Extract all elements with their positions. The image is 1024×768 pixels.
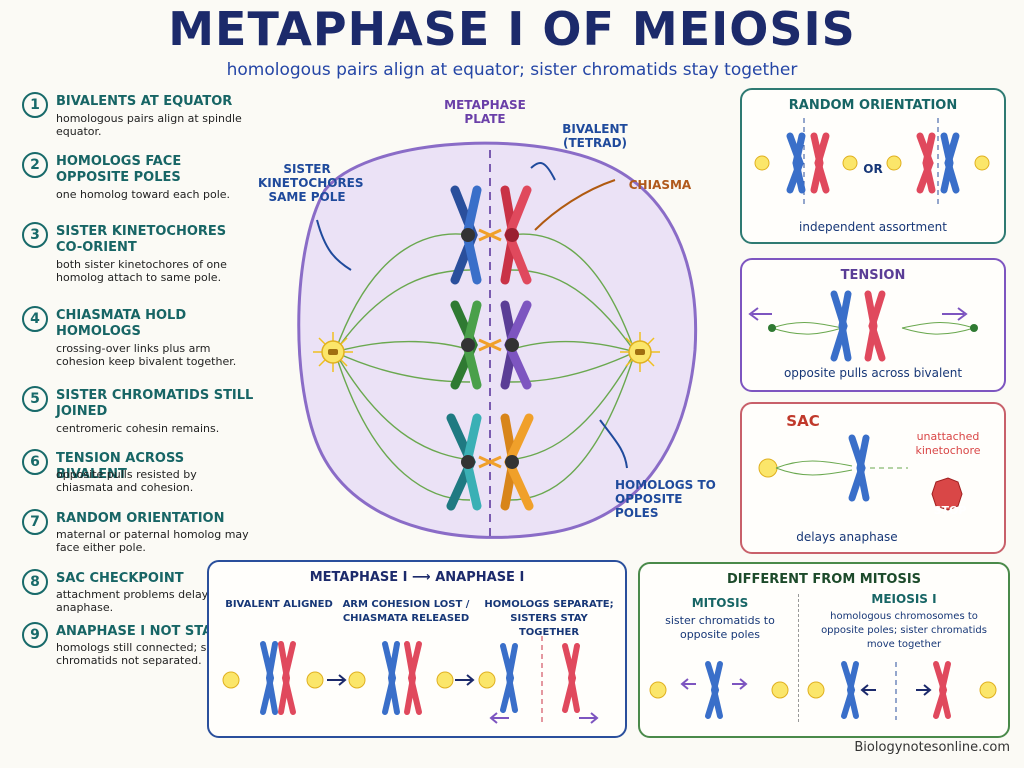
- sac-figure: [758, 434, 963, 511]
- bivalent-bottom: [446, 413, 534, 511]
- stop-sign-icon: STOP: [933, 504, 967, 517]
- step-body: crossing-over links plus arm cohesion ke…: [56, 342, 237, 368]
- meiosis-title: MEIOSIS I: [871, 592, 937, 606]
- panel-title: RANDOM ORIENTATION: [788, 98, 958, 113]
- step-heading: TENSION ACROSS BIVALENT: [56, 451, 185, 482]
- step-number: 8: [22, 569, 48, 595]
- step-number: 3: [22, 222, 48, 248]
- step-heading: SISTER CHROMATIDS STILL JOINED: [56, 388, 254, 419]
- page-title: METAPHASE I OF MEIOSIS: [168, 2, 856, 56]
- step-body: opposite pulls resisted by chiasmata and…: [56, 468, 197, 494]
- step-number: 7: [22, 509, 48, 535]
- step-heading: ANAPHASE I NOT STARTED: [56, 624, 251, 639]
- metaphase-plate-label: METAPHASE PLATE: [444, 98, 526, 126]
- sac-panel: SAC unattached kinetochore STOP delays a…: [740, 402, 1006, 554]
- stage-label: BIVALENT ALIGNED: [225, 599, 333, 610]
- panel-title: SAC: [786, 412, 820, 430]
- step-body: attachment problems delay anaphase.: [56, 588, 209, 614]
- random-orientation-figure: [754, 118, 990, 208]
- step-number: 5: [22, 386, 48, 412]
- bivalent-middle: [450, 300, 532, 390]
- arrow-right-icon: ⟶: [412, 570, 436, 585]
- mitosis-body: sister chromatids to opposite poles: [665, 614, 775, 641]
- stage-label: ARM COHESION LOST / CHIASMATA RELEASED: [342, 599, 470, 624]
- random-orientation-panel: RANDOM ORIENTATION OR independent assort…: [740, 88, 1006, 244]
- mitosis-figure: [649, 661, 997, 720]
- bivalent-label: BIVALENT (TETRAD): [562, 122, 628, 150]
- step-number: 4: [22, 306, 48, 332]
- page-subtitle: homologous pairs align at equator; siste…: [226, 60, 798, 80]
- step-body: both sister kinetochores of one homolog …: [56, 258, 227, 284]
- step-body: homologs still connected; sister chromat…: [56, 641, 231, 667]
- stage-label: HOMOLOGS SEPARATE; SISTERS STAY TOGETHER: [484, 599, 614, 638]
- step-heading: BIVALENTS AT EQUATOR: [56, 94, 233, 109]
- tension-panel: TENSION opposite pulls across bivalent: [740, 258, 1006, 392]
- step-heading: RANDOM ORIENTATION: [56, 511, 225, 526]
- step-heading: SISTER KINETOCHORES CO-ORIENT: [56, 224, 227, 255]
- step-body: homologous pairs align at spindle equato…: [56, 112, 242, 138]
- metaphase-title: METAPHASE I: [309, 570, 408, 585]
- unattached-kinetochore-label: unattached kinetochore: [915, 430, 981, 457]
- bivalent-top: [450, 185, 532, 285]
- step-number: 1: [22, 92, 48, 118]
- step-heading: CHIASMATA HOLD HOMOLOGS: [56, 308, 187, 339]
- meiosis-body: homologous chromosomes to opposite poles…: [821, 611, 987, 650]
- random-orientation-caption: independent assortment: [799, 220, 947, 234]
- panel-title: DIFFERENT FROM MITOSIS: [726, 572, 922, 587]
- sac-caption: delays anaphase: [796, 530, 898, 544]
- step-number: 9: [22, 622, 48, 648]
- step-heading: SAC CHECKPOINT: [56, 571, 184, 586]
- divider: [798, 594, 800, 722]
- step-body: maternal or paternal homolog may face ei…: [56, 528, 249, 554]
- transition-panel: METAPHASE I ⟶ ANAPHASE I BIVALENT ALIGNE…: [207, 560, 627, 738]
- tension-figure: [748, 290, 978, 362]
- step-number: 6: [22, 449, 48, 475]
- panel-title: METAPHASE I ⟶ ANAPHASE I: [209, 570, 625, 585]
- step-body: centromeric cohesin remains.: [56, 422, 220, 435]
- tension-caption: opposite pulls across bivalent: [783, 366, 963, 380]
- sister-kinetochores-label: SISTER KINETOCHORES SAME POLE: [258, 162, 364, 204]
- anaphase-title: ANAPHASE I: [435, 570, 525, 585]
- homologs-opposite-label: HOMOLOGS TO OPPOSITE POLES: [615, 478, 716, 520]
- mitosis-title: MITOSIS: [691, 596, 749, 610]
- chiasma-label: CHIASMA: [628, 178, 692, 192]
- step-heading: HOMOLOGS FACE OPPOSITE POLES: [56, 154, 182, 185]
- mitosis-compare-panel: DIFFERENT FROM MITOSIS MITOSIS sister ch…: [638, 562, 1010, 738]
- site-footer: Biologynotesonline.com: [854, 740, 1010, 755]
- cell-diagram: [297, 141, 698, 540]
- or-label: OR: [863, 162, 883, 176]
- transition-figure: [222, 636, 599, 724]
- step-body: one homolog toward each pole.: [56, 188, 231, 201]
- step-number: 2: [22, 152, 48, 178]
- panel-title: TENSION: [840, 268, 906, 283]
